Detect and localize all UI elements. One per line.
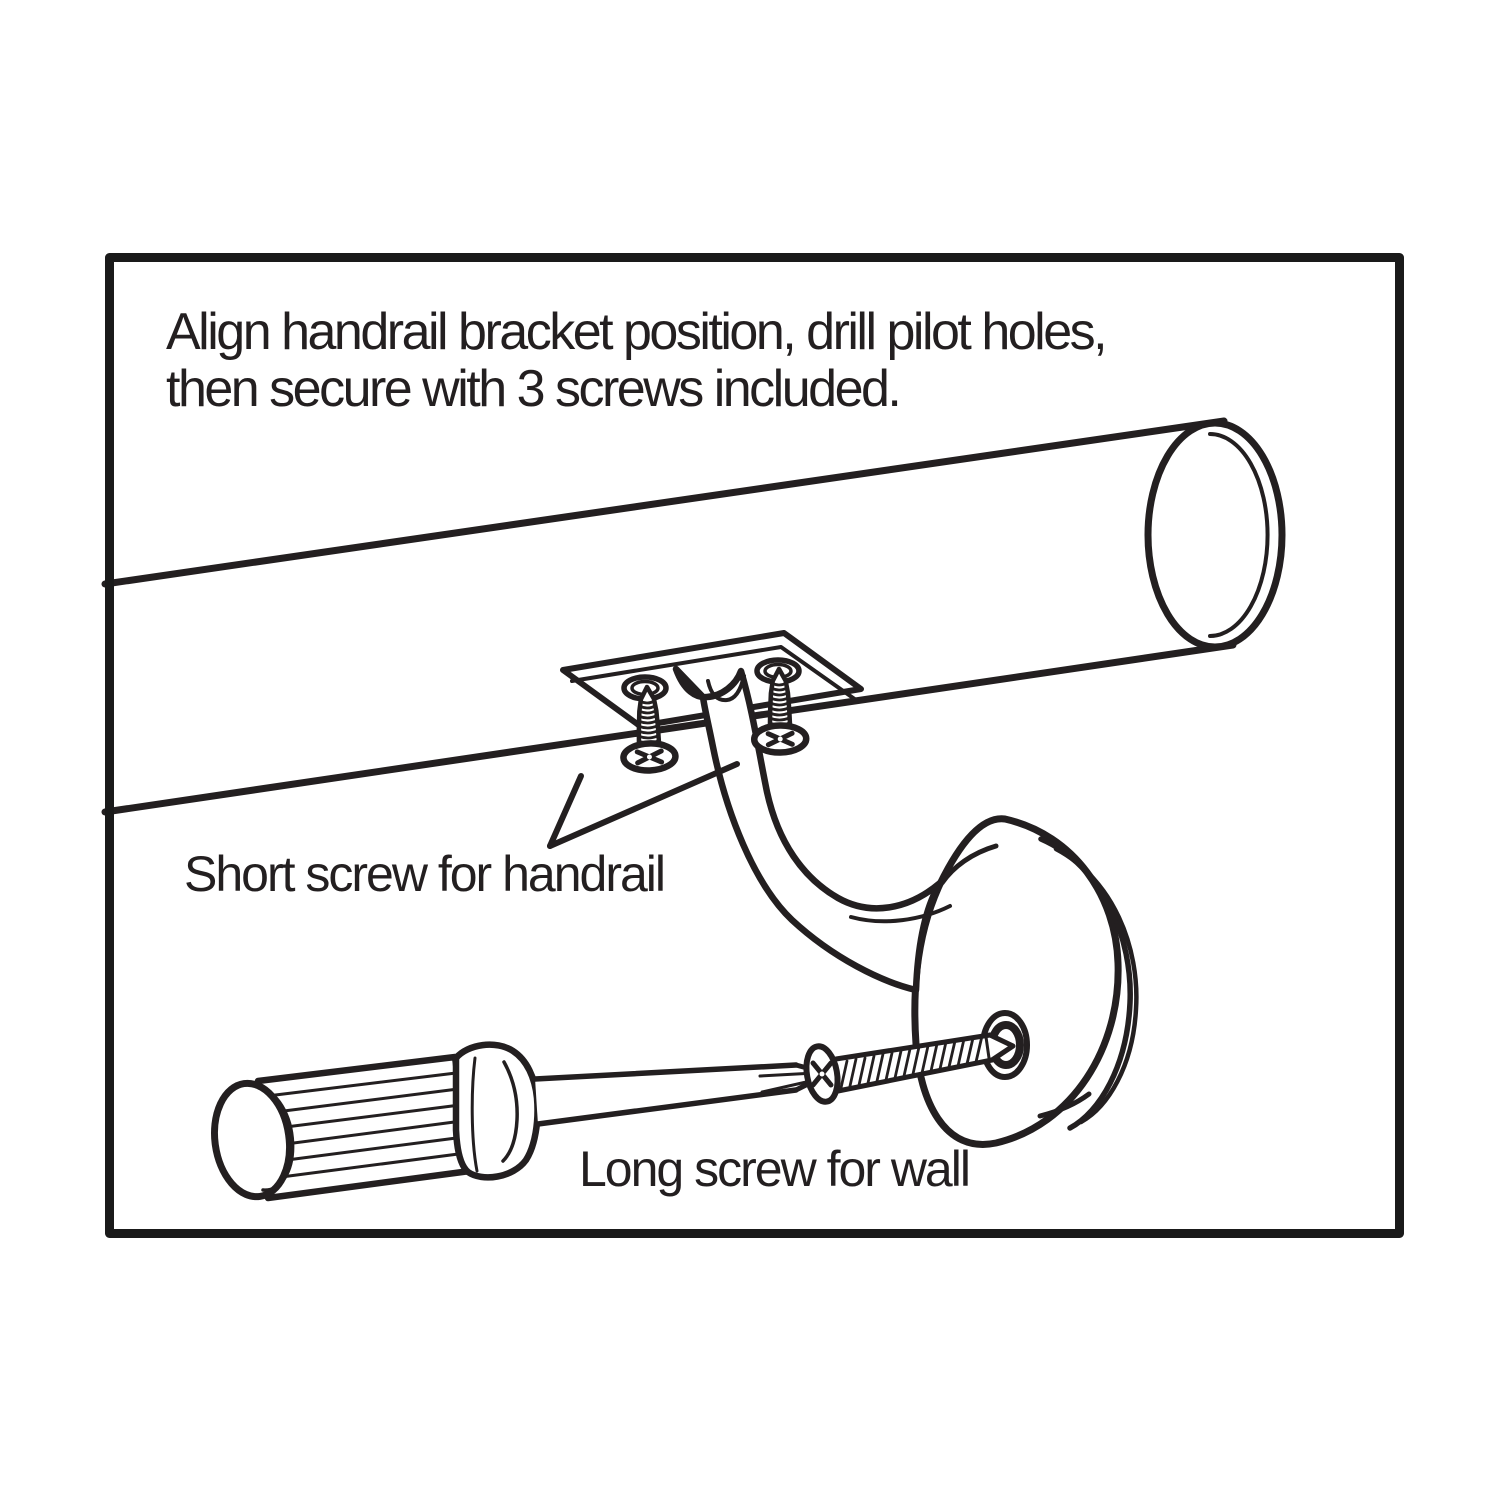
instruction-text: Align handrail bracket position, drill p… [166, 303, 1108, 418]
screwdriver-collar [452, 1041, 541, 1181]
long-screw-label: Long screw for wall [579, 1141, 971, 1197]
instruction-line-2: then secure with 3 screws included. [166, 360, 902, 418]
screwdriver-handle-butt [211, 1079, 293, 1201]
short-screw-label: Short screw for handrail [184, 846, 666, 902]
frame-border [105, 253, 1404, 1238]
bracket-arm [672, 665, 952, 994]
long-screw [803, 1032, 1016, 1105]
instruction-line-1: Align handrail bracket position, drill p… [166, 303, 1108, 361]
screwdriver [211, 1041, 821, 1202]
handrail-tube [101, 417, 1286, 816]
leader-arrow [547, 761, 740, 849]
wall-plate [911, 815, 1139, 1148]
